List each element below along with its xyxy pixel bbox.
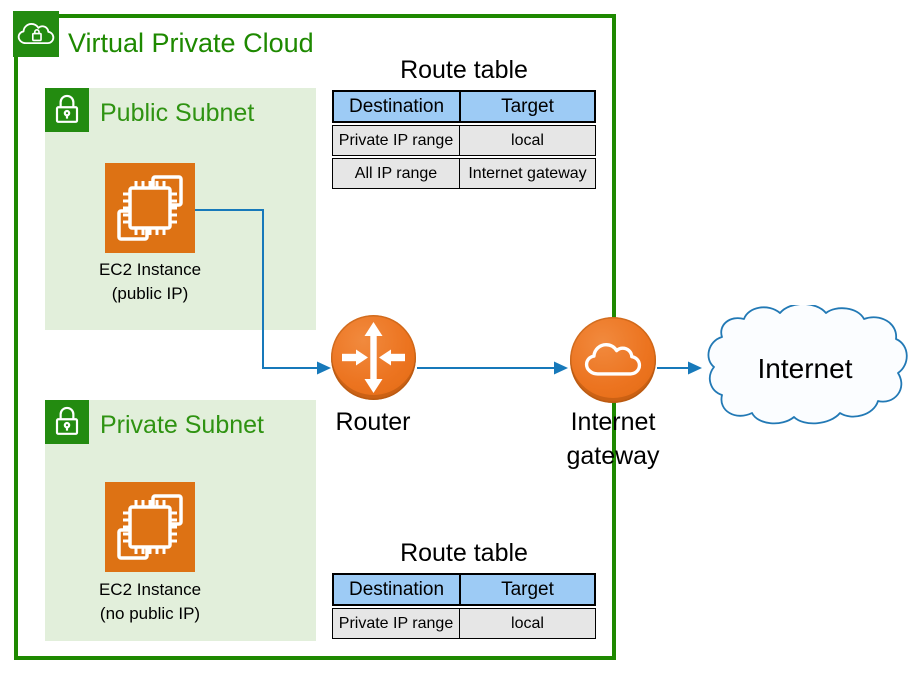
crossed-arrows-icon bbox=[342, 322, 405, 393]
internet-gateway-label-line1: Internet bbox=[570, 408, 656, 436]
internet-gateway-label-line2: gateway bbox=[566, 442, 660, 470]
public-subnet-padlock-icon bbox=[45, 88, 89, 132]
route-table-public-row2-target: Internet gateway bbox=[468, 164, 587, 182]
gateway-cloud-icon bbox=[584, 343, 642, 376]
private-subnet-padlock-icon bbox=[45, 400, 89, 444]
ec2-public-chip-icon bbox=[105, 163, 195, 253]
ec2-public-label: EC2 Instance (public IP) bbox=[60, 258, 240, 306]
ec2-private-chip-icon bbox=[105, 482, 195, 572]
ec2-public-label-line2: (public IP) bbox=[111, 284, 189, 303]
arrowhead-into-router bbox=[317, 361, 331, 375]
internet-cloud-shape bbox=[707, 305, 908, 425]
route-table-public-row2-destination: All IP range bbox=[333, 159, 460, 188]
route-table-public-row1: Private IP range local bbox=[332, 125, 596, 156]
router-node bbox=[331, 315, 416, 400]
route-table-private-header: Destination Target bbox=[332, 573, 596, 606]
internet-gateway-node bbox=[570, 317, 656, 403]
arrowhead-into-internet bbox=[688, 361, 702, 375]
route-table-private-row1-destination: Private IP range bbox=[333, 609, 460, 638]
route-table-private-title: Route table bbox=[400, 539, 528, 567]
route-table-public-row2: All IP range Internet gateway bbox=[332, 158, 596, 189]
route-table-public-row1-destination: Private IP range bbox=[333, 126, 460, 155]
internet-gateway-label: Internet gateway bbox=[543, 405, 683, 473]
route-table-public-title: Route table bbox=[400, 56, 528, 84]
ec2-private-label-line2: (no public IP) bbox=[99, 604, 201, 623]
route-table-private-row1-target: local bbox=[511, 614, 544, 632]
vpc-title: Virtual Private Cloud bbox=[68, 28, 314, 58]
ec2-public-label-line1: EC2 Instance bbox=[98, 260, 202, 279]
vpc-cloud-lock-icon bbox=[13, 11, 59, 57]
arrowhead-into-gateway bbox=[554, 361, 568, 375]
public-subnet-title: Public Subnet bbox=[100, 99, 255, 127]
internet-label: Internet bbox=[757, 353, 853, 384]
route-table-public-header: Destination Target bbox=[332, 90, 596, 123]
route-table-public-col-target: Target bbox=[501, 95, 554, 117]
ec2-private-label-line1: EC2 Instance bbox=[98, 580, 202, 599]
route-table-private-row1: Private IP range local bbox=[332, 608, 596, 639]
router-label: Router bbox=[335, 408, 411, 436]
connector-ec2-to-router bbox=[195, 209, 318, 369]
route-table-public-row1-target: local bbox=[511, 131, 544, 149]
route-table-private-col-destination: Destination bbox=[334, 575, 461, 604]
ec2-private-label: EC2 Instance (no public IP) bbox=[60, 578, 240, 626]
route-table-private-col-target: Target bbox=[501, 578, 554, 600]
private-subnet-title: Private Subnet bbox=[100, 411, 264, 439]
route-table-public-col-destination: Destination bbox=[334, 92, 461, 121]
